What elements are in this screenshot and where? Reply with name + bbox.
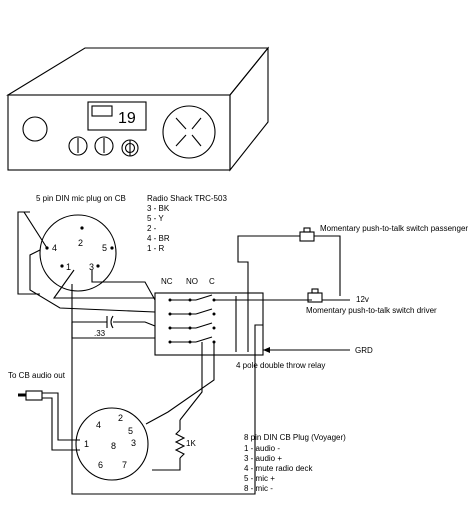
mic-pinout: Radio Shack TRC-503 3 - BK 5 - Y 2 - 4 -…: [147, 194, 227, 253]
cb-pin: 4: [96, 420, 101, 430]
cb-plug-title: 8 pin DIN CB Plug (Voyager): [244, 433, 346, 442]
wires: [17, 211, 350, 495]
cb-pin: 1: [84, 439, 89, 449]
relay-column-label: NC: [161, 277, 173, 286]
cb-plug: 4 2 5 3 1 8 6 7 8 pin DIN CB Plug (Voyag…: [75, 407, 346, 493]
cb-pin: 6: [98, 460, 103, 470]
relay-label: 4 pole double throw relay: [236, 361, 325, 370]
ptt-switch-driver: Momentary push-to-talk switch driver: [306, 288, 437, 315]
mic-plug-title: 5 pin DIN mic plug on CB: [36, 194, 126, 203]
relay-poles: [168, 294, 249, 352]
cb-pin: 2: [118, 413, 123, 423]
switch-passenger-label: Momentary push-to-talk switch passenger: [320, 224, 468, 233]
mic-pinout-line: 1 - R: [147, 244, 165, 253]
ptt-switch-passenger: Momentary push-to-talk switch passenger: [299, 224, 468, 242]
mic-pin: 5: [102, 243, 107, 253]
cb-pin: 3: [131, 438, 136, 448]
mic-pinout-line: 3 - BK: [147, 204, 170, 213]
ground-label: GRD: [355, 346, 373, 355]
channel-display: [87, 101, 147, 131]
cb-plug-line: 3 - audio +: [244, 454, 282, 463]
cb-pin: 5: [128, 426, 133, 436]
relay-column-label: C: [209, 277, 215, 286]
mic-pin: 2: [78, 238, 83, 248]
mic-plug: 5 pin DIN mic plug on CB 4 2 5 1 3: [36, 194, 126, 292]
voltage-label: 12v: [356, 295, 369, 304]
cb-plug-line: 5 - mic +: [244, 474, 275, 483]
capacitor-label: .33: [94, 329, 106, 338]
relay-column-label: NO: [186, 277, 198, 286]
mic-pinout-line: 2 -: [147, 224, 157, 233]
cb-plug-line: 4 - mute radio deck: [244, 464, 313, 473]
cb-pin: 8: [111, 441, 116, 451]
resistor-label: 1K: [186, 439, 196, 448]
mic-pinout-line: 4 - BR: [147, 234, 170, 243]
relay-body: [154, 292, 264, 356]
relay: NC NO C 4 pole double throw relay: [154, 277, 325, 370]
volume-knob: [22, 116, 48, 142]
mic-pinout-line: 5 - Y: [147, 214, 164, 223]
speaker-icon: [162, 105, 216, 159]
mic-pin: 3: [89, 262, 94, 272]
cb-pin: 7: [122, 460, 127, 470]
mic-pin: 1: [66, 262, 71, 272]
mic-pinout-title: Radio Shack TRC-503: [147, 194, 227, 203]
cb-plug-line: 1 - audio -: [244, 444, 280, 453]
cb-plug-line: 8 - mic -: [244, 484, 273, 493]
channel-number: 19: [118, 110, 136, 127]
cb-audio-label: To CB audio out: [8, 371, 66, 380]
cb-radio: 19: [6, 46, 270, 172]
mic-pin: 4: [52, 243, 57, 253]
switch-driver-label: Momentary push-to-talk switch driver: [306, 306, 437, 315]
audio-plug-icon: [25, 390, 43, 401]
